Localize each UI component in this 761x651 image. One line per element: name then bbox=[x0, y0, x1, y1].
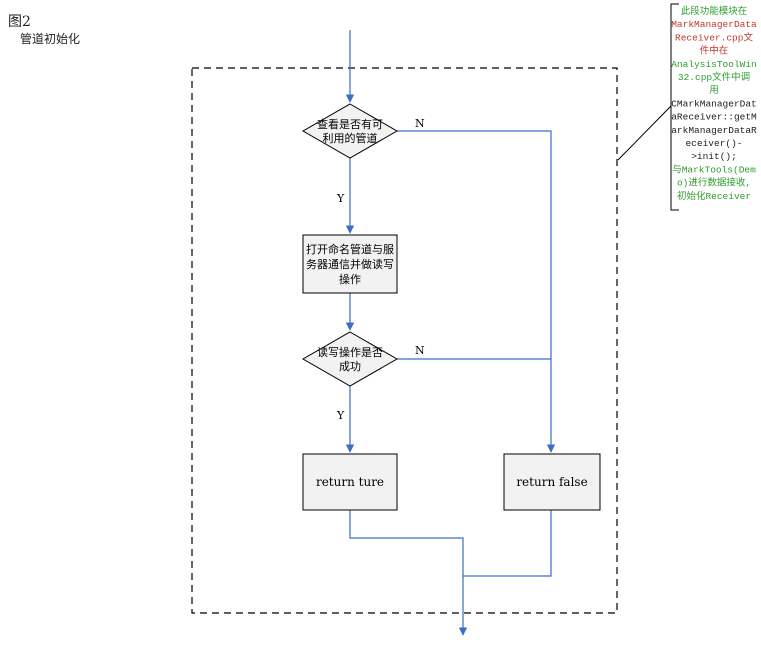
terminal-return-true-box bbox=[302, 453, 398, 511]
decision-check-pipe: 查看是否有可 利用的管道 bbox=[301, 103, 399, 159]
edge-label-check-yes: Y bbox=[336, 192, 345, 205]
note-line: 32.cpp文件中调 bbox=[678, 71, 750, 83]
note-line: >init(); bbox=[691, 151, 737, 162]
module-boundary bbox=[191, 67, 618, 614]
note-line: Receiver.cpp文 bbox=[675, 31, 753, 43]
decision-rw-success: 读写操作是否 成功 bbox=[301, 331, 399, 387]
decision-check-pipe-line2: 利用的管道 bbox=[323, 131, 378, 145]
process-open-pipe-line2: 务器通信并做读写 bbox=[306, 257, 394, 271]
decision-check-pipe-line1: 查看是否有可 bbox=[317, 117, 383, 131]
connectors bbox=[345, 30, 556, 636]
note-line: MarkManagerData bbox=[671, 19, 757, 30]
edge-label-rw-no: N bbox=[415, 344, 425, 357]
terminal-return-false: return false bbox=[503, 453, 601, 511]
decision-check-pipe-shape bbox=[301, 103, 399, 159]
terminal-return-true: return ture bbox=[302, 453, 398, 511]
note-line: 与MarkTools(Dem bbox=[672, 164, 756, 175]
process-open-pipe-box bbox=[302, 234, 398, 294]
note-line: CMarkManagerDat bbox=[671, 98, 757, 109]
edge-true-exit bbox=[349, 510, 468, 636]
terminal-return-false-label: return false bbox=[516, 475, 587, 489]
decision-rw-success-shape bbox=[301, 331, 399, 387]
edge-label-check-no: N bbox=[415, 117, 425, 130]
process-open-pipe-line3: 操作 bbox=[339, 272, 361, 286]
note-line: aReceiver::getM bbox=[671, 112, 757, 123]
decision-rw-success-line2: 成功 bbox=[339, 360, 361, 373]
edge-false-exit bbox=[463, 510, 552, 577]
note-line: eceiver()- bbox=[685, 138, 742, 149]
note-leader-line bbox=[617, 105, 672, 161]
note-line: AnalysisToolWin bbox=[671, 59, 757, 70]
note-line: 此段功能模块在 bbox=[681, 5, 748, 17]
edge-label-rw-yes: Y bbox=[336, 409, 345, 422]
edge-check-no bbox=[397, 130, 556, 453]
process-open-pipe: 打开命名管道与服 务器通信并做读写 操作 bbox=[302, 234, 398, 294]
note-line: 初始化Receiver bbox=[677, 190, 751, 202]
figure-caption: 管道初始化 bbox=[20, 31, 80, 46]
note-line: 用 bbox=[709, 85, 719, 96]
process-open-pipe-line1: 打开命名管道与服 bbox=[306, 242, 394, 256]
note-bracket bbox=[670, 3, 679, 211]
figure-number: 图2 bbox=[8, 14, 31, 30]
note-line: o)进行数据接收, bbox=[677, 177, 751, 189]
note-line: 件中在 bbox=[700, 45, 729, 57]
note-line: arkManagerDataR bbox=[671, 125, 757, 136]
decision-rw-success-line1: 读写操作是否 bbox=[317, 345, 383, 359]
terminal-return-false-box bbox=[503, 453, 601, 511]
terminal-return-true-label: return ture bbox=[316, 475, 384, 489]
